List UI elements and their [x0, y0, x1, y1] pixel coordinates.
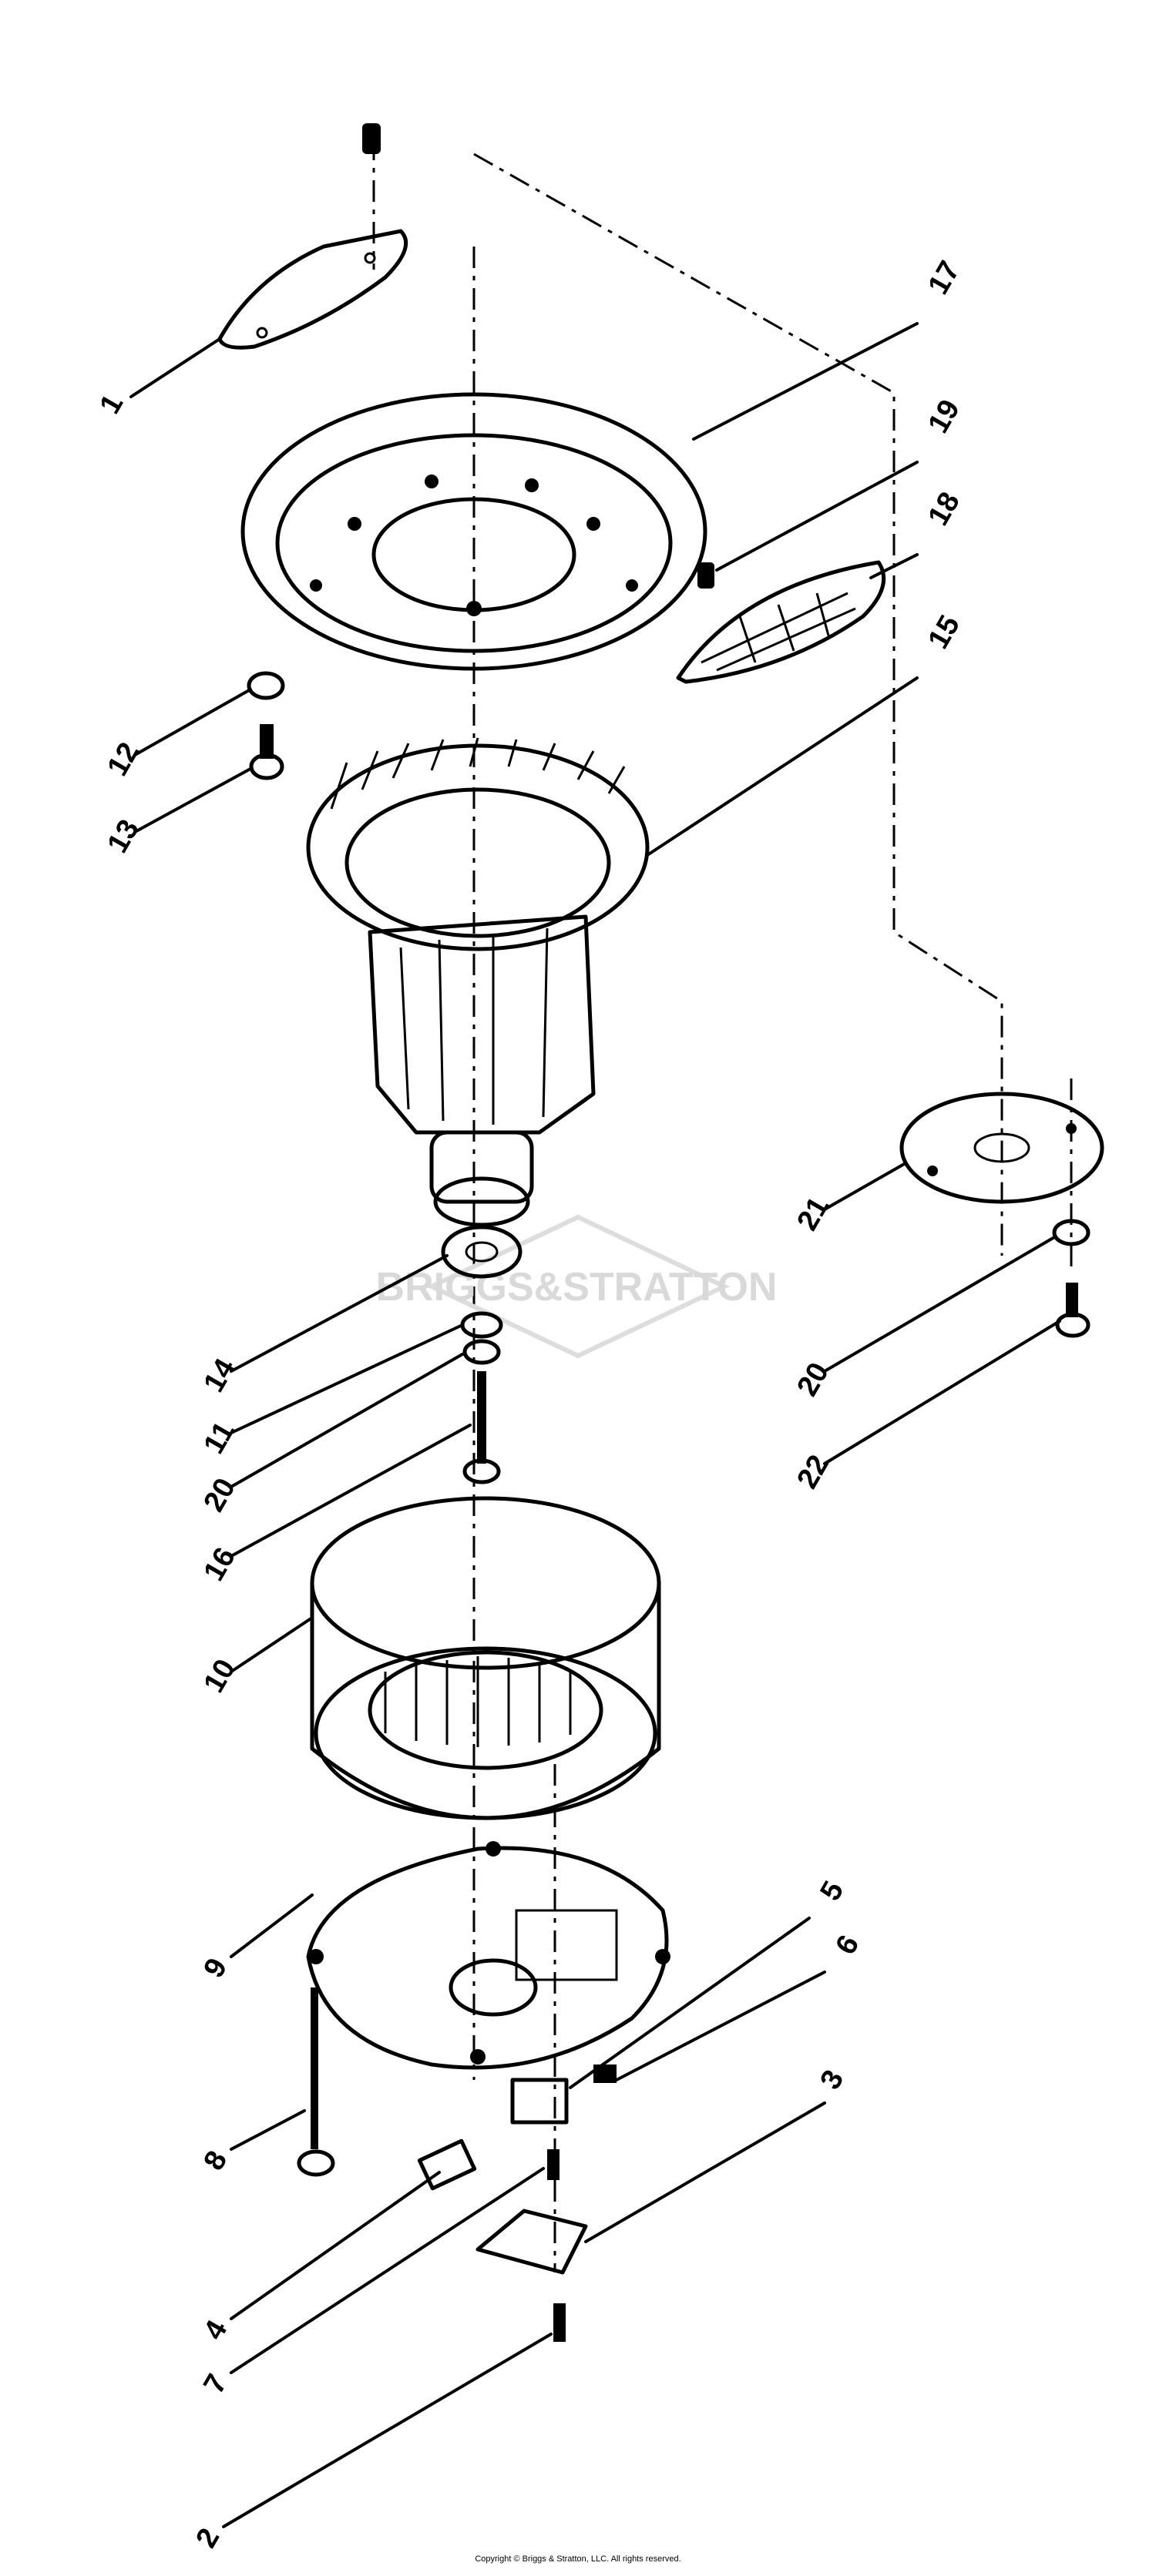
part-screen-and-screw [676, 560, 886, 684]
callout-11: 11 [197, 1417, 240, 1460]
part-bracket-3 [476, 2209, 588, 2275]
callout-8: 8 [197, 2145, 234, 2175]
part-washer-11 [460, 1311, 503, 1339]
part-screw-2 [553, 2303, 566, 2342]
part-end-cover [306, 1841, 670, 2070]
callout-20-left: 20 [197, 1473, 242, 1518]
callout-15: 15 [922, 610, 966, 655]
part-washer-12 [247, 671, 285, 700]
callout-leaders [129, 322, 1061, 2528]
callout-13: 13 [101, 814, 146, 859]
callout-17: 17 [922, 256, 966, 300]
callout-7: 7 [197, 2369, 234, 2399]
part-through-bolt-16 [462, 1371, 501, 1484]
copyright-notice: Copyright © Briggs & Stratton, LLC. All … [475, 2554, 681, 2564]
part-washer-20-center [462, 1339, 501, 1365]
briggs-stratton-watermark: BRIGGS&STRATTON [376, 1214, 778, 1359]
callout-16: 16 [197, 1542, 242, 1587]
callout-22: 22 [791, 1450, 835, 1494]
part-stator [310, 1496, 661, 1820]
callout-3: 3 [814, 2064, 850, 2095]
callout-19: 19 [922, 394, 966, 439]
part-fan [306, 737, 650, 951]
part-connector-4 [417, 2138, 477, 2191]
part-bearing-plate-21 [899, 1092, 1104, 1204]
callout-2: 2 [190, 2523, 226, 2553]
callout-21: 21 [791, 1192, 835, 1236]
part-long-bolt-8 [297, 1987, 335, 2177]
callout-9: 9 [197, 1953, 234, 1983]
part-bolt-22 [1055, 1283, 1090, 1338]
callout-18: 18 [922, 487, 966, 532]
part-bearing-14 [441, 1225, 523, 1279]
part-blower-housing [240, 392, 707, 671]
callout-12: 12 [101, 737, 146, 782]
callout-1: 1 [93, 389, 129, 419]
part-bolt-13 [249, 724, 284, 780]
assembly-axis-lines [372, 139, 1073, 2272]
part-washer-20-right [1052, 1219, 1090, 1246]
callout-6: 6 [829, 1930, 865, 1960]
part-diode-5 [510, 2078, 569, 2125]
watermark-text: BRIGGS&STRATTON [376, 1265, 778, 1310]
callout-14: 14 [197, 1353, 242, 1398]
callout-4: 4 [197, 2315, 234, 2345]
callout-20-right: 20 [791, 1357, 835, 1402]
part-screw-7 [547, 2149, 560, 2180]
part-cover-plate [217, 123, 408, 350]
callout-10: 10 [197, 1654, 242, 1699]
part-armature [368, 914, 596, 1227]
callout-5: 5 [814, 1876, 850, 1906]
